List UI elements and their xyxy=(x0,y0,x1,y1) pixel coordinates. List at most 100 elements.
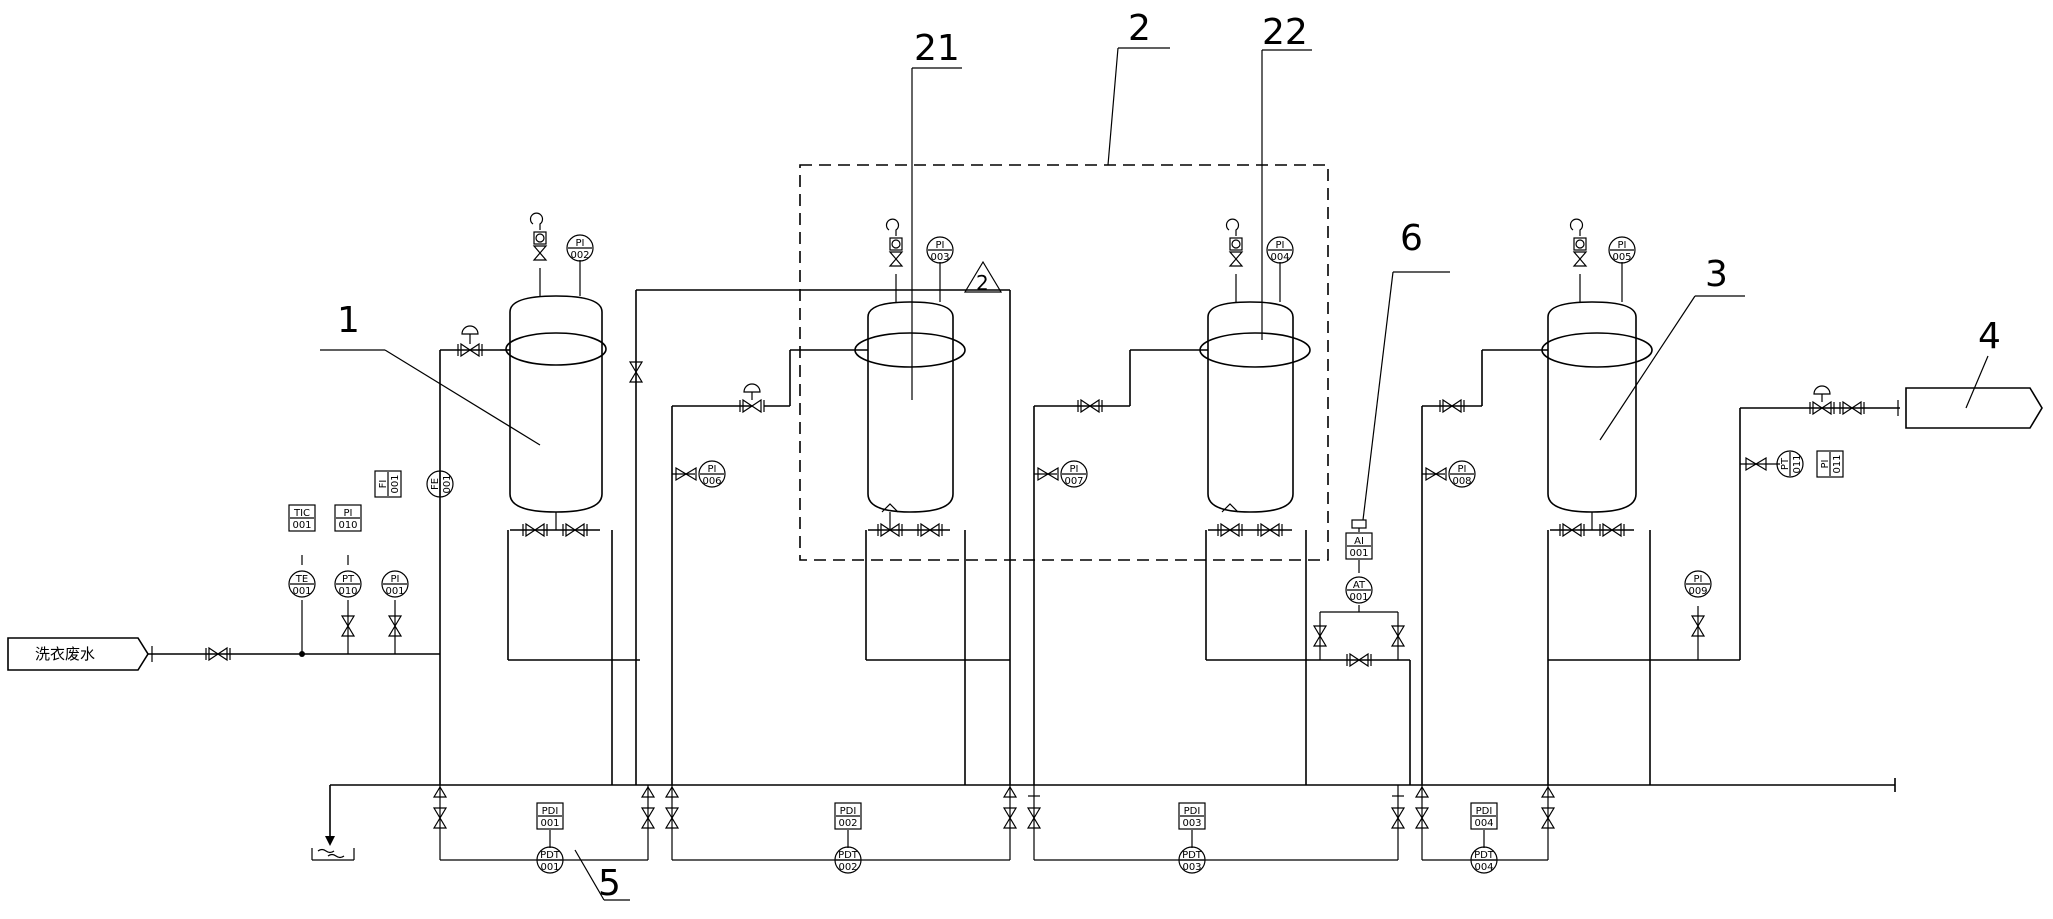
pdt003-tag-function: PDT xyxy=(1182,850,1203,861)
pdt001-tag-function: PDT xyxy=(540,850,561,861)
ait001-tag-function: AT xyxy=(1353,580,1366,591)
product-outlet xyxy=(1691,385,2043,660)
revision-triangle xyxy=(963,260,1003,293)
tic001-tag-function: TIC xyxy=(293,508,310,519)
pi002-tag-function: PI xyxy=(576,238,585,249)
fe001-tag-number: 001 xyxy=(442,474,453,493)
ref-leaders xyxy=(320,47,1989,901)
pi005-tag-function: PI xyxy=(1618,240,1627,251)
vessel-22 xyxy=(1199,218,1320,785)
pi005-bubble xyxy=(1608,236,1636,264)
ait001-tag-number: 001 xyxy=(1349,592,1368,603)
pdi002-tag-number: 002 xyxy=(838,818,857,829)
instrument-layer: PI002PI003PI004PI005PI006PI007PI008PI009… xyxy=(288,234,1844,874)
pdi002-box xyxy=(834,802,862,830)
pt011-tag-function: PT xyxy=(1780,457,1791,470)
pi008-tag-number: 008 xyxy=(1452,476,1471,487)
pi003-bubble xyxy=(926,236,954,264)
pdt001-bubble xyxy=(536,846,564,874)
pi004-bubble xyxy=(1266,236,1294,264)
filtration-group-boundary xyxy=(799,164,1329,561)
pdt004-bubble xyxy=(1470,846,1498,874)
pi006-bubble xyxy=(698,460,726,488)
ref-3: 3 xyxy=(1705,254,1728,295)
ref-6: 6 xyxy=(1400,218,1423,259)
pi007-tag-number: 007 xyxy=(1064,476,1083,487)
fi001-tag-number: 001 xyxy=(390,474,401,493)
pi006-tag-number: 006 xyxy=(702,476,721,487)
pdi004-box xyxy=(1470,802,1498,830)
fi001-box xyxy=(374,470,402,498)
tic001-tag-number: 001 xyxy=(292,520,311,531)
fi001-tag-function: FI xyxy=(378,480,389,489)
vessel-3 xyxy=(1541,218,1740,785)
pdi003-box xyxy=(1178,802,1206,830)
pdi002-tag-function: PDI xyxy=(840,806,857,817)
pt011-tag-number: 011 xyxy=(1792,454,1803,473)
feed-label: 洗衣废水 xyxy=(35,645,95,663)
pi002-bubble xyxy=(566,234,594,262)
tic001-box xyxy=(288,504,316,532)
pi009-tag-function: PI xyxy=(1694,574,1703,585)
pi009-bubble xyxy=(1684,570,1712,598)
pi001-tag-function: PI xyxy=(391,574,400,585)
pt010-tag-function: PT xyxy=(342,574,355,585)
pi003-tag-number: 003 xyxy=(930,252,949,263)
ref-1: 1 xyxy=(337,300,360,341)
ait001-bubble xyxy=(1345,576,1373,604)
pi002-tag-number: 002 xyxy=(570,250,589,261)
vessel-21 xyxy=(854,218,1010,785)
pdt002-bubble xyxy=(834,846,862,874)
pi001-tag-number: 001 xyxy=(385,586,404,597)
pdi001-box xyxy=(536,802,564,830)
pdi001-tag-function: PDI xyxy=(542,806,559,817)
pi003-tag-function: PI xyxy=(936,240,945,251)
pi011-tag-number: 011 xyxy=(1832,454,1843,473)
pi010-box xyxy=(334,504,362,532)
pi009-tag-number: 009 xyxy=(1688,586,1707,597)
feed-instruments xyxy=(301,555,402,654)
pdi003-tag-function: PDI xyxy=(1184,806,1201,817)
pi004-tag-function: PI xyxy=(1276,240,1285,251)
pdt001-tag-number: 001 xyxy=(540,862,559,873)
fe001-bubble xyxy=(426,470,454,498)
pdi-loop-3 xyxy=(1027,785,1405,861)
ai001-box xyxy=(1345,532,1373,560)
pi008-bubble xyxy=(1448,460,1476,488)
analyzer-loop xyxy=(1313,519,1423,785)
ai001-tag-function: AI xyxy=(1354,536,1364,547)
pdt002-tag-function: PDT xyxy=(838,850,859,861)
fe001-tag-function: FE xyxy=(430,478,441,490)
pdt002-tag-number: 002 xyxy=(838,862,857,873)
ref-22: 22 xyxy=(1262,12,1308,53)
pi004-tag-number: 004 xyxy=(1270,252,1289,263)
pdi004-tag-number: 004 xyxy=(1474,818,1493,829)
feed-inlet: 洗衣废水 xyxy=(7,637,440,671)
pi010-tag-function: PI xyxy=(344,508,353,519)
pdt003-bubble xyxy=(1178,846,1206,874)
pi005-tag-number: 005 xyxy=(1612,252,1631,263)
te001-bubble xyxy=(288,570,316,598)
pi011-box xyxy=(1816,450,1844,478)
